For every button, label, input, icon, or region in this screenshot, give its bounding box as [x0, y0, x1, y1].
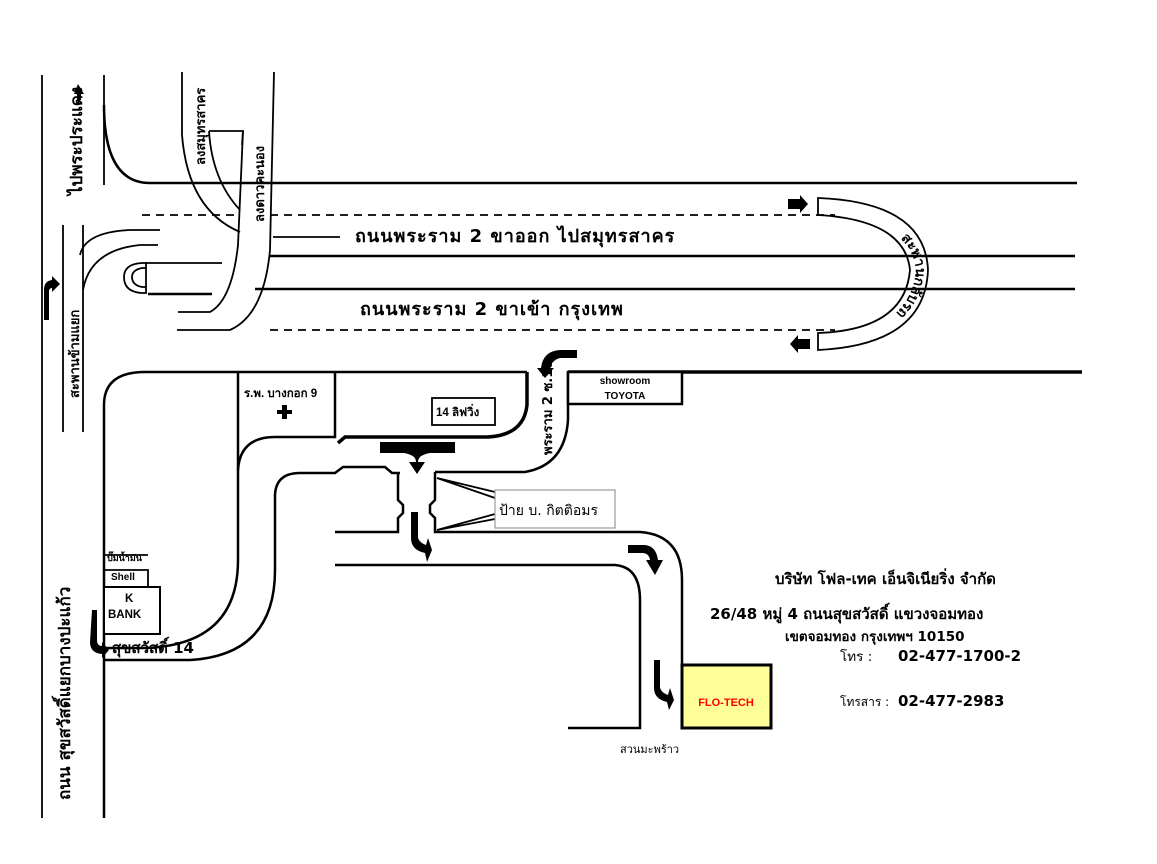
cross-icon [277, 405, 292, 419]
uturn-bridge [817, 197, 929, 351]
junction-right [428, 472, 684, 665]
ramp-daokhanong-right [177, 71, 275, 331]
showroom-label-2: TOYOTA [605, 391, 646, 402]
kbank-box [103, 586, 161, 635]
gas-station-label: ปั๊มน้ำมัน [107, 551, 143, 563]
ramp-daokhanong-left [178, 130, 244, 313]
hospital-block [236, 372, 337, 471]
sign-label: ป้าย บ. กิตติอมร [499, 503, 598, 519]
shell-label: Shell [111, 572, 135, 583]
suksawat14-upper [104, 559, 240, 650]
ramp-top [209, 130, 244, 146]
company-address-2: เขตจอมทอง กรุงเทพฯ 10150 [785, 629, 965, 645]
ramp-samutsakhon-inner [208, 130, 241, 211]
arrow-left-icon [790, 335, 810, 353]
junction-left [335, 473, 405, 534]
phone-label: โทร : [840, 648, 872, 665]
rama2-inbound-label: ถนนพระราม 2 ขาเข้า กรุงเทพ [360, 299, 624, 321]
curved-arrow-icon [90, 610, 109, 658]
t-arrow-icon [380, 442, 455, 474]
ramp-curve-2 [82, 244, 158, 291]
curved-arrow-icon [537, 350, 577, 378]
living14-box [431, 397, 496, 426]
flotech-box [680, 663, 773, 730]
soi18-right-edge [435, 372, 570, 474]
company-address-1: 26/48 หมู่ 4 ถนนสุขสวัสดิ์ แขวงจอมทอง [710, 602, 983, 624]
small-uturn [123, 262, 147, 294]
kbank-label-2: BANK [108, 609, 142, 621]
showroom-label-1: showroom [600, 376, 651, 387]
rama2-outbound-label: ถนนพระราม 2 ขาออก ไปสมุทรสาคร [355, 225, 675, 248]
fax-label: โทรสาร : [840, 695, 889, 709]
ramp-curve-1 [79, 229, 160, 256]
living14-label: 14 ลิฟวิ่ง [436, 403, 480, 419]
bridge-across-label: สะพานข้ามแยก [67, 310, 83, 398]
sign-box [494, 489, 616, 529]
suan-maphrao-label: สวนมะพร้าว [620, 744, 679, 756]
curved-arrow-icon [411, 512, 432, 562]
shell-box [104, 569, 149, 586]
kbank-label-1: K [125, 593, 134, 605]
flotech-label: FLO-TECH [698, 697, 754, 709]
hospital-label: ร.พ. บางกอก 9 [244, 388, 317, 400]
soi18-left-edge [336, 372, 529, 445]
lower-road [335, 563, 642, 730]
phone-number: 02-477-1700-2 [898, 647, 1021, 665]
ramp-samutsakhon-outer [181, 134, 241, 233]
suksawat14-lower [104, 465, 400, 662]
company-name: บริษัท โฟล-เทค เอ็นจิเนียริ่ง จำกัด [775, 568, 996, 588]
sign-callout-lines [436, 477, 496, 531]
small-uturn-inner [131, 267, 146, 288]
frontage-road-edge [102, 370, 527, 818]
curved-arrow-icon [44, 276, 60, 320]
arrow-right-icon [788, 195, 808, 213]
curved-arrow-icon [654, 660, 674, 710]
to-phra-pradaeng-label: ไปพระประแดง [66, 87, 87, 197]
suksawat14-label: สุขสวัสดิ์ 14 [112, 636, 194, 658]
down-samut-sakhon-label: ลงสมุทรสาคร [194, 88, 209, 165]
curved-arrow-icon [628, 545, 663, 575]
arrow-up-icon [74, 84, 84, 100]
soi18-label: พระราม 2 ซ.18 [541, 360, 556, 455]
upper-road-edge [102, 104, 1077, 185]
suksawat-road-label: ถนน สุขสวัสดิ์แยกบางปะแก้ว [51, 587, 75, 800]
showroom-box [566, 370, 684, 406]
fax-number: 02-477-2983 [898, 692, 1004, 710]
down-dao-khanong-label: ลงดาวคะนอง [253, 146, 268, 222]
